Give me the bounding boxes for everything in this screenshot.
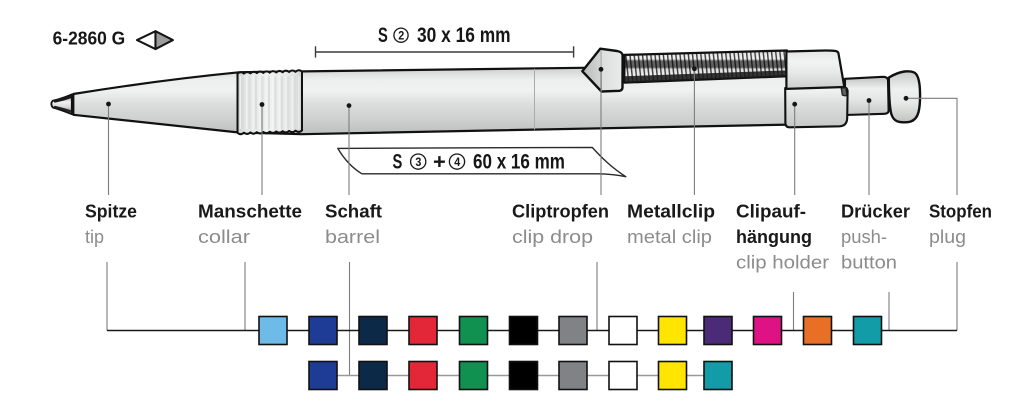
svg-text:4: 4 bbox=[454, 157, 461, 169]
svg-text:3: 3 bbox=[415, 157, 421, 169]
svg-text:metal clip: metal clip bbox=[627, 226, 712, 247]
svg-text:button: button bbox=[841, 252, 897, 273]
svg-text:Clipauf-: Clipauf- bbox=[736, 201, 806, 222]
svg-text:S: S bbox=[393, 150, 403, 174]
svg-text:barrel: barrel bbox=[325, 226, 380, 247]
svg-text:hängung: hängung bbox=[736, 226, 812, 247]
svg-text:Drücker: Drücker bbox=[841, 201, 910, 222]
svg-text:Manschette: Manschette bbox=[198, 201, 302, 222]
svg-text:collar: collar bbox=[198, 226, 250, 247]
svg-text:30 x 16 mm: 30 x 16 mm bbox=[417, 23, 511, 47]
svg-text:Schaft: Schaft bbox=[325, 201, 382, 222]
svg-text:Stopfen: Stopfen bbox=[929, 201, 992, 222]
svg-text:S: S bbox=[378, 23, 388, 47]
svg-text:push-: push- bbox=[841, 226, 887, 247]
svg-text:clip drop: clip drop bbox=[512, 226, 593, 247]
svg-text:60 x 16 mm: 60 x 16 mm bbox=[473, 150, 565, 174]
svg-text:clip holder: clip holder bbox=[736, 252, 829, 273]
svg-text:+: + bbox=[433, 150, 446, 174]
svg-text:Metallclip: Metallclip bbox=[627, 201, 715, 222]
svg-text:plug: plug bbox=[929, 226, 966, 247]
svg-text:tip: tip bbox=[85, 226, 104, 247]
svg-text:2: 2 bbox=[398, 31, 404, 43]
svg-text:Spitze: Spitze bbox=[85, 201, 137, 222]
svg-text:Cliptropfen: Cliptropfen bbox=[512, 201, 609, 222]
svg-text:6-2860 G: 6-2860 G bbox=[53, 28, 126, 49]
